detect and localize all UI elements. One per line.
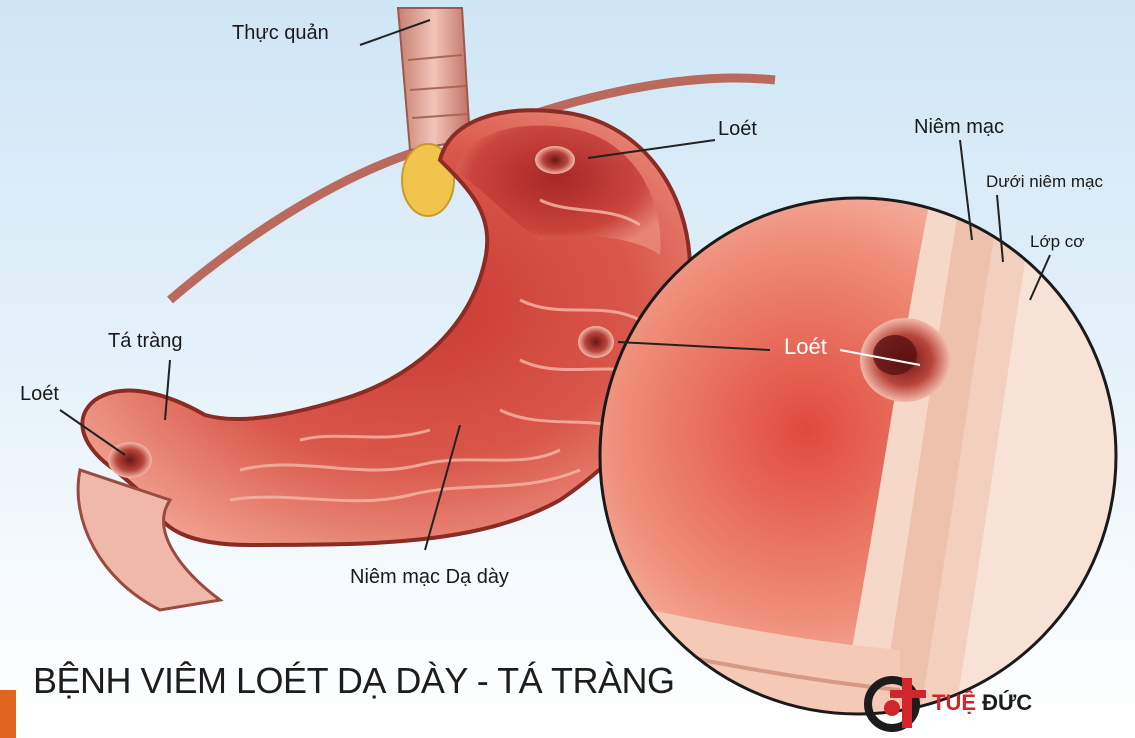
label-duoi-niem-mac: Dưới niêm mạc xyxy=(986,172,1103,192)
label-loet-top: Loét xyxy=(718,118,757,141)
artery-left xyxy=(170,152,415,300)
accent-tab xyxy=(0,690,16,738)
ulcer-fundus xyxy=(535,146,575,174)
label-thuc-quan: Thực quản xyxy=(232,22,329,45)
page-title: BỆNH VIÊM LOÉT DẠ DÀY - TÁ TRÀNG xyxy=(33,660,675,702)
label-loet-left: Loét xyxy=(20,383,59,406)
logo-wordmark: TUỆ ĐỨC xyxy=(932,690,1032,716)
label-ta-trang: Tá tràng xyxy=(108,330,182,353)
logo-part-1: TUỆ xyxy=(932,690,976,715)
logo-part-2: ĐỨC xyxy=(982,690,1032,715)
label-niem-mac: Niêm mạc xyxy=(914,116,1004,139)
label-loet-magnified: Loét xyxy=(784,334,827,360)
ulcer-body xyxy=(578,326,614,358)
logo-icon xyxy=(862,672,932,732)
label-lop-co: Lớp cơ xyxy=(1030,232,1084,252)
label-niem-mac-da-day: Niêm mạc Dạ dày xyxy=(350,566,509,589)
